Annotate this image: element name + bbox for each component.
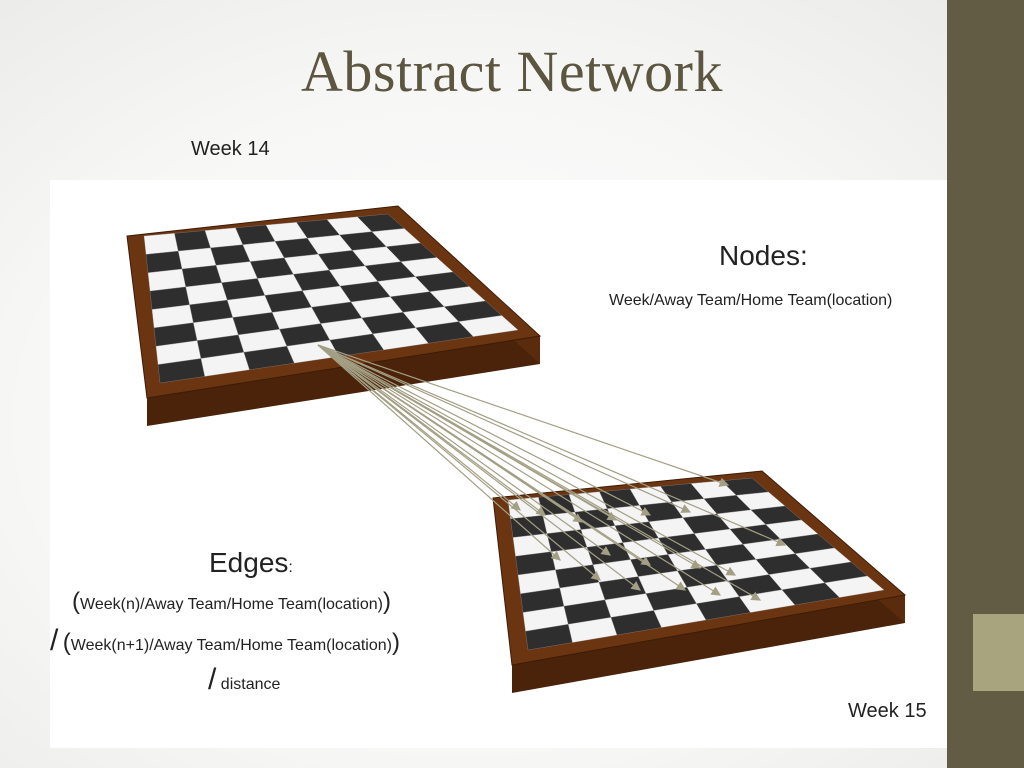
slide-title: Abstract Network xyxy=(301,39,723,104)
week-14-label: Week 14 xyxy=(191,138,270,160)
edge-arrow xyxy=(317,344,787,547)
nodes-heading: Nodes: xyxy=(719,240,808,271)
chessboard-week-14-icon xyxy=(126,205,542,426)
edge-arrow xyxy=(317,344,561,561)
edges-source-node: (Week(n)/Away Team/Home Team(location)) xyxy=(72,588,391,616)
edge-arrow xyxy=(317,344,652,516)
edges-heading-colon: : xyxy=(288,559,293,576)
edge-arrow xyxy=(317,344,521,511)
edge-arrow xyxy=(317,344,686,591)
edge-arrow xyxy=(317,344,762,601)
edge-arrow xyxy=(317,344,730,487)
edge-arrow xyxy=(317,344,722,596)
edges-heading-text: Edges xyxy=(209,547,289,578)
edge-arrow xyxy=(317,344,737,576)
edge-arrow xyxy=(317,344,611,556)
nodes-description: Week/Away Team/Home Team(location) xyxy=(609,292,893,309)
close-paren: ) xyxy=(382,588,391,615)
edge-arrow xyxy=(317,344,692,513)
edges-heading: Edges: xyxy=(209,547,293,579)
slash: / xyxy=(50,624,59,657)
board-square xyxy=(143,233,179,255)
close-paren: ) xyxy=(391,629,400,656)
edges-line3-text: distance xyxy=(220,676,281,693)
board-square xyxy=(458,315,519,337)
slide-sidebar-accent xyxy=(973,614,1024,691)
board-square xyxy=(174,230,211,252)
slash: / xyxy=(208,663,217,696)
edges-weight: / distance xyxy=(208,665,280,695)
edges-line1-text: Week(n)/Away Team/Home Team(location) xyxy=(80,596,383,613)
week-15-label: Week 15 xyxy=(848,700,927,722)
edge-arrows xyxy=(317,344,787,601)
edges-line2-text: Week(n+1)/Away Team/Home Team(location) xyxy=(70,637,392,654)
edge-arrow xyxy=(317,344,601,581)
open-paren: ( xyxy=(62,629,71,656)
board-square xyxy=(824,575,885,598)
edge-arrow xyxy=(317,344,641,591)
edges-target-node: / (Week(n+1)/Away Team/Home Team(locatio… xyxy=(50,626,400,657)
open-paren: ( xyxy=(72,588,80,615)
